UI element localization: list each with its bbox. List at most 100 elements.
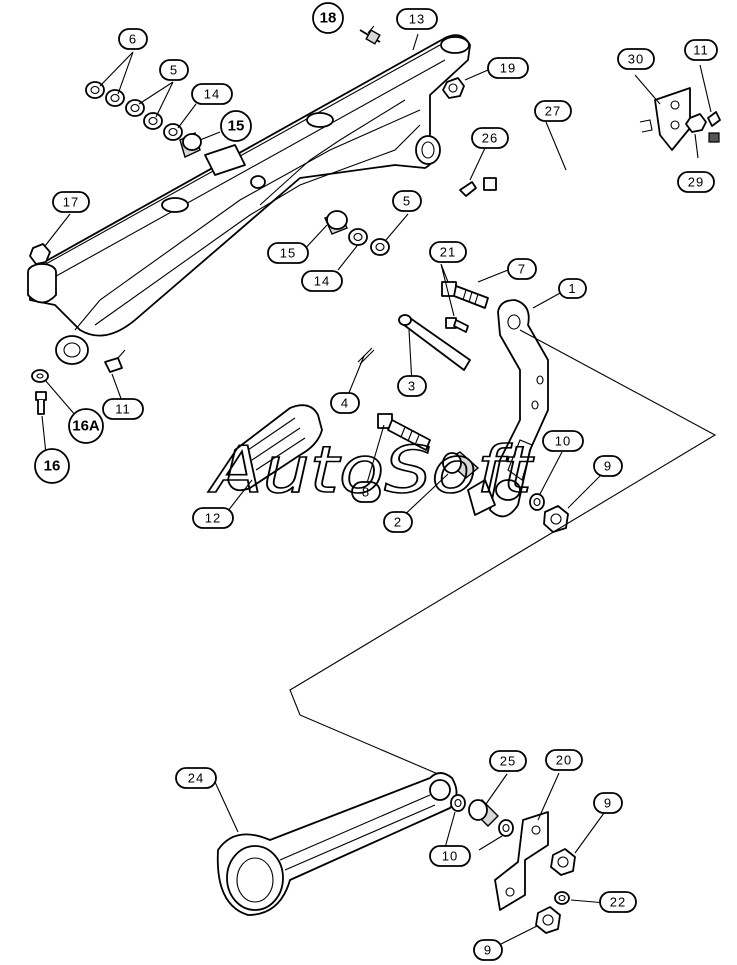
fitting-11-left xyxy=(104,349,126,373)
hose-assembly xyxy=(459,119,653,197)
callout-25: 25 xyxy=(489,750,527,772)
callout-8: 8 xyxy=(351,481,381,503)
svg-text:25: 25 xyxy=(500,754,516,769)
washer-16a xyxy=(31,369,49,383)
bolt-16 xyxy=(35,391,47,415)
callout-29: 29 xyxy=(677,171,715,193)
svg-text:15: 15 xyxy=(228,118,245,135)
fitting-11-right xyxy=(707,111,721,143)
callout-27: 27 xyxy=(534,100,572,122)
pin-3 xyxy=(398,314,471,371)
svg-text:19: 19 xyxy=(500,61,516,76)
cross-beam xyxy=(27,34,471,365)
svg-text:9: 9 xyxy=(604,459,612,474)
svg-text:9: 9 xyxy=(484,943,492,958)
linkage-path xyxy=(289,329,717,781)
callout-18: 18 xyxy=(312,2,344,34)
nut-9-bottom-a xyxy=(550,848,576,876)
svg-text:16A: 16A xyxy=(72,418,100,435)
callout-24: 24 xyxy=(175,767,217,789)
callout-14b: 14 xyxy=(301,270,343,292)
svg-text:1: 1 xyxy=(568,281,576,296)
washer-10-bottom-b xyxy=(498,819,514,837)
fitting-29 xyxy=(685,113,707,133)
callout-9b: 9 xyxy=(593,792,623,814)
svg-text:27: 27 xyxy=(545,104,561,119)
svg-text:10: 10 xyxy=(555,434,571,449)
callout-13: 13 xyxy=(396,8,438,30)
callout-3: 3 xyxy=(397,375,427,397)
callout-14a: 14 xyxy=(191,83,233,105)
callout-17: 17 xyxy=(52,191,90,213)
bolt-18 xyxy=(359,29,381,45)
svg-text:14: 14 xyxy=(204,87,220,102)
svg-text:8: 8 xyxy=(362,485,370,500)
svg-text:12: 12 xyxy=(205,511,221,526)
svg-text:26: 26 xyxy=(482,131,498,146)
callout-1: 1 xyxy=(558,278,587,299)
callout-9a: 9 xyxy=(593,455,623,477)
lever-arm-24 xyxy=(216,772,458,916)
washer-22 xyxy=(554,891,570,905)
svg-text:11: 11 xyxy=(693,43,709,58)
nut-9-top xyxy=(543,505,569,533)
svg-text:2: 2 xyxy=(394,515,402,530)
svg-text:5: 5 xyxy=(403,194,411,209)
svg-text:9: 9 xyxy=(604,796,612,811)
callout-6: 6 xyxy=(118,28,148,50)
bolt-8 xyxy=(377,413,431,451)
callout-2: 2 xyxy=(383,511,413,533)
callout-20: 20 xyxy=(545,749,583,771)
svg-text:4: 4 xyxy=(341,396,349,411)
svg-text:21: 21 xyxy=(440,245,456,260)
callout-15b: 15 xyxy=(267,242,309,264)
callout-10a: 10 xyxy=(542,430,584,452)
callout-12: 12 xyxy=(192,507,234,529)
svg-text:13: 13 xyxy=(409,12,425,27)
svg-text:30: 30 xyxy=(628,52,644,67)
callout-15a: 15 xyxy=(220,110,252,142)
bushing-25 xyxy=(468,799,499,827)
callout-16: 16 xyxy=(34,448,70,484)
callout-11a: 11 xyxy=(102,398,144,420)
svg-text:29: 29 xyxy=(688,175,704,190)
callout-22: 22 xyxy=(599,891,637,913)
svg-text:7: 7 xyxy=(518,262,526,277)
callout-5b: 5 xyxy=(392,190,422,212)
svg-text:11: 11 xyxy=(115,402,131,417)
svg-text:24: 24 xyxy=(188,771,204,786)
svg-text:5: 5 xyxy=(170,63,178,78)
washer-10-bottom-a xyxy=(450,794,466,812)
washer-stack-top xyxy=(85,81,202,158)
callout-30: 30 xyxy=(617,48,655,70)
callout-9c: 9 xyxy=(473,939,503,961)
bushing-2 xyxy=(442,451,480,479)
svg-text:18: 18 xyxy=(320,10,337,27)
bracket-30 xyxy=(654,87,691,151)
callout-11b: 11 xyxy=(684,39,718,61)
nut-19 xyxy=(442,77,465,99)
svg-text:22: 22 xyxy=(610,895,626,910)
callout-16a: 16A xyxy=(68,408,104,444)
callout-21: 21 xyxy=(429,241,467,263)
svg-text:14: 14 xyxy=(314,274,330,289)
callout-7: 7 xyxy=(507,258,537,280)
callout-19: 19 xyxy=(487,57,529,79)
pedal-pad-12 xyxy=(227,404,323,492)
svg-text:20: 20 xyxy=(556,753,572,768)
bracket-20 xyxy=(494,811,549,911)
callout-4: 4 xyxy=(330,392,360,414)
svg-text:6: 6 xyxy=(129,32,137,47)
svg-text:17: 17 xyxy=(63,195,79,210)
bolt-21 xyxy=(445,317,469,333)
svg-text:3: 3 xyxy=(408,379,416,394)
watermark: AutoSoft xyxy=(207,434,535,508)
callout-10b: 10 xyxy=(429,845,471,867)
cotter-pin-4 xyxy=(357,347,375,365)
callout-26: 26 xyxy=(471,127,509,149)
washer-stack-center xyxy=(324,210,390,256)
svg-text:10: 10 xyxy=(442,849,458,864)
pedal-arm xyxy=(467,299,549,518)
svg-text:16: 16 xyxy=(44,458,61,475)
